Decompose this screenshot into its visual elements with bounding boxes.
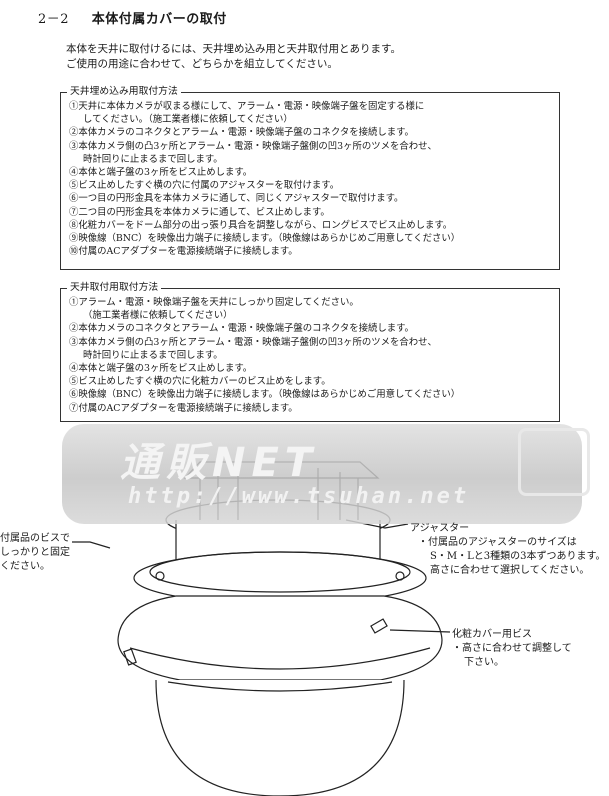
note-line: しっかりと固定 bbox=[0, 547, 70, 558]
note-line: S・M・Lと3種類の3本ずつあります。 bbox=[430, 551, 606, 562]
intro-line: 本体を天井に取付けるには、天井埋め込み用と天井取付用とあります。 bbox=[66, 43, 401, 55]
note-line: ・高さに合わせて調整して bbox=[452, 643, 572, 654]
note-line: 付属品のビスで bbox=[0, 533, 70, 544]
instruction-line: ①天井に本体カメラが収まる様にして、アラーム・電源・映像端子盤を固定する様に bbox=[69, 101, 425, 112]
instruction-line: ②本体カメラのコネクタとアラーム・電源・映像端子盤のコネクタを接続します。 bbox=[69, 127, 414, 139]
instruction-line: ⑩付属のACアダプターを電源接続端子に接続します。 bbox=[69, 246, 298, 258]
instruction-line: ⑥一つ目の円形金具を本体カメラに通して、同じくアジャスターで取付けます。 bbox=[69, 193, 404, 205]
instruction-line: ③本体カメラ側の凸3ヶ所とアラーム・電源・映像端子盤側の凹3ヶ所のツメを合わせ、 bbox=[69, 140, 437, 152]
note-line: ・付属品のアジャスターのサイズは bbox=[418, 537, 577, 548]
left-screw-note: 付属品のビスで しっかりと固定 ください。 bbox=[0, 532, 70, 574]
instruction-line: ③本体カメラ側の凸3ヶ所とアラーム・電源・映像端子盤側の凹3ヶ所のツメを合わせ、 bbox=[69, 336, 437, 348]
instruction-line: ⑤ビス止めしたすぐ横の穴に化粧カバーのビス止めをします。 bbox=[69, 376, 331, 388]
instruction-line: ④本体と端子盤の3ヶ所をビス止めします。 bbox=[69, 363, 253, 375]
section-title: 本体付属カバーの取付 bbox=[91, 12, 227, 27]
ceiling-embedded-legend: 天井埋め込み用取付方法 bbox=[67, 85, 181, 99]
trim-cover bbox=[117, 595, 443, 681]
instruction-line: してください。（施工業者様に依頼してください） bbox=[83, 114, 293, 126]
leader-screw bbox=[389, 629, 451, 633]
section-heading: 2－2 本体付属カバーの取付 bbox=[38, 8, 227, 27]
instruction-line: ⑤ビス止めしたすぐ横の穴に付属のアジャスターを取付けます。 bbox=[69, 180, 340, 192]
note-line: 高さに合わせて選択してください。 bbox=[430, 565, 590, 576]
intro-line: ご使用の用途に合わせて、どちらかを組立してください。 bbox=[66, 58, 338, 70]
note-line: ください。 bbox=[0, 561, 50, 572]
watermark-url: http://www.tsuhan.net bbox=[128, 484, 470, 509]
instruction-line: ⑧化粧カバーをドーム部分の出っ張り具合を調整しながら、ロングビスでビス止めします… bbox=[69, 219, 453, 231]
adjuster-title: アジャスター bbox=[410, 523, 470, 534]
ceiling-mount-instructions: 天井取付用取付方法 ①アラーム・電源・映像端子盤を天井にしっかり固定してください… bbox=[60, 281, 560, 422]
ceiling-mount-legend: 天井取付用取付方法 bbox=[67, 281, 162, 295]
watermark-seal-icon bbox=[518, 428, 590, 496]
screw-title: 化粧カバー用ビス bbox=[452, 629, 532, 640]
instruction-line: ①アラーム・電源・映像端子盤を天井にしっかり固定してください。 bbox=[69, 297, 359, 308]
watermark-banner bbox=[62, 424, 582, 524]
section-number: 2－2 bbox=[38, 12, 70, 27]
instruction-line: ④本体と端子盤の3ヶ所をビス止めします。 bbox=[69, 167, 253, 179]
intro-paragraph: 本体を天井に取付けるには、天井埋め込み用と天井取付用とあります。 ご使用の用途に… bbox=[66, 42, 401, 72]
leader-left bbox=[72, 541, 111, 549]
instruction-line: ⑦付属のACアダプターを電源接続端子に接続します。 bbox=[69, 402, 298, 414]
instruction-line: ⑥映像線（BNC）を映像出力端子に接続します。（映像線はあらかじめご用意してくだ… bbox=[69, 389, 461, 401]
instruction-line: ②本体カメラのコネクタとアラーム・電源・映像端子盤のコネクタを接続します。 bbox=[69, 323, 414, 335]
adjuster-note: アジャスター ・付属品のアジャスターのサイズは S・M・Lと3種類の3本ずつあり… bbox=[410, 522, 605, 578]
instruction-line: ⑨映像線（BNC）を映像出力端子に接続します。（映像線はあらかじめご用意してくだ… bbox=[69, 233, 461, 245]
watermark-title: 通販NET bbox=[120, 440, 319, 486]
note-line: 下さい。 bbox=[464, 657, 504, 668]
instruction-line: ⑦二つ目の円形金具を本体カメラに通して、ビス止めします。 bbox=[69, 206, 330, 218]
instruction-line: 時計回りに止まるまで回します。 bbox=[83, 349, 223, 361]
ceiling-embedded-instructions: 天井埋め込み用取付方法 ①天井に本体カメラが収まる様にして、アラーム・電源・映像… bbox=[60, 85, 560, 270]
cover-screw-note: 化粧カバー用ビス ・高さに合わせて調整して 下さい。 bbox=[452, 628, 572, 670]
instruction-line: 時計回りに止まるまで回します。 bbox=[83, 153, 223, 165]
instruction-line: （施工業者様に依頼してください） bbox=[83, 310, 233, 322]
camera-dome bbox=[155, 679, 405, 796]
